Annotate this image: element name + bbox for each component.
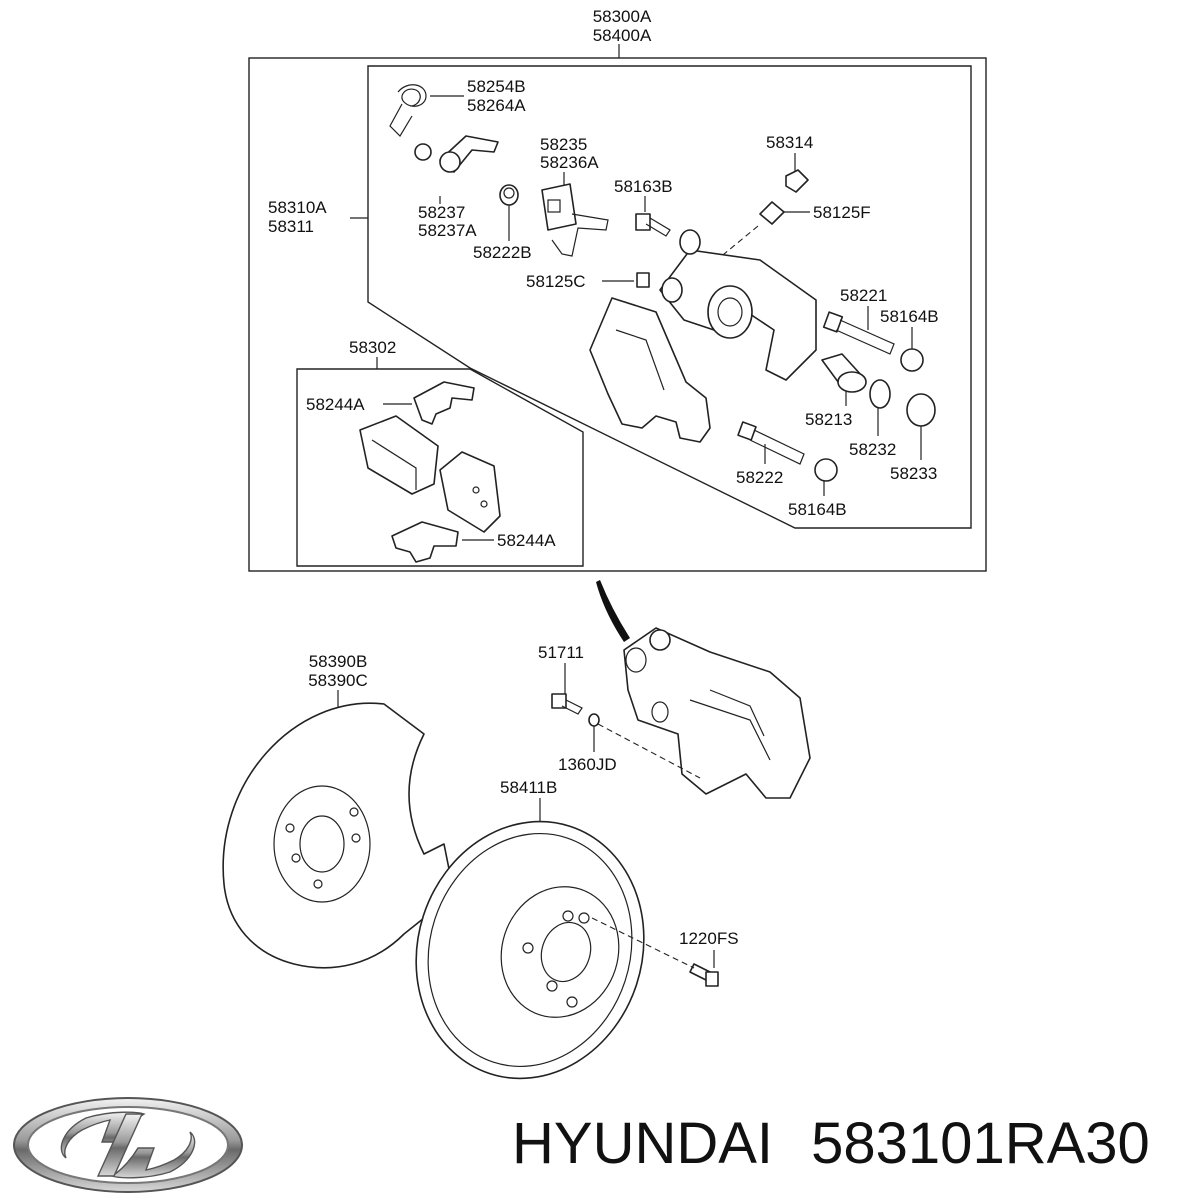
small-screw-part [636, 272, 650, 288]
bleeder-cap-part [785, 169, 809, 193]
caliper-body-part [659, 229, 817, 381]
label-bleeder: 58125F [813, 203, 871, 222]
guide-pin-bottom-part [737, 421, 805, 465]
ring-part [414, 143, 432, 161]
boot-top-part [900, 348, 924, 372]
caliper-bolt-part [551, 693, 583, 715]
washer-part [588, 713, 600, 727]
dust-shield-part [222, 702, 455, 969]
seal-part [869, 379, 891, 409]
label-boot-piston: 58233 [890, 464, 937, 483]
label-bleeder-cap: 58314 [766, 133, 813, 152]
label-shield-b: 58390C [308, 671, 368, 690]
label-assy-b: 58400A [593, 26, 652, 45]
part-number: 583101RA30 [811, 1111, 1150, 1176]
bolt-top-part [635, 213, 671, 237]
caliper-housing-frame [367, 65, 972, 529]
assembly-arrow [596, 580, 630, 642]
label-boot-bottom: 58164B [788, 500, 847, 519]
piston-boot-part [906, 393, 936, 427]
label-cap-small: 58222B [473, 243, 532, 262]
label-clip-a: 58237 [418, 203, 465, 222]
label-shim-bottom: 58244A [497, 531, 556, 550]
label-washer: 1360JD [558, 755, 617, 774]
assembly-frame [248, 57, 987, 572]
shim-bottom-part [391, 521, 459, 563]
label-spring-a: 58254B [467, 77, 526, 96]
carrier-bracket-part [589, 297, 711, 443]
piston-part [821, 353, 867, 393]
bleeder-part [711, 201, 785, 265]
cap-part [499, 184, 519, 206]
label-pad-b: 58236A [540, 153, 599, 172]
pad-clip-part [541, 183, 609, 257]
boot-bottom-part [814, 458, 838, 482]
label-piston: 58213 [805, 410, 852, 429]
inner-pad-part [359, 415, 439, 495]
label-pad-a: 58235 [540, 135, 587, 154]
label-bolt-top: 58163B [614, 177, 673, 196]
label-disc: 58411B [500, 778, 557, 797]
caliper-assembly-part [623, 627, 811, 799]
clip-part [439, 135, 499, 173]
label-bolt-caliper: 51711 [538, 643, 584, 662]
label-assy-a: 58300A [593, 7, 652, 26]
guide-pin-top-part [822, 311, 895, 355]
spring-part [389, 84, 427, 137]
label-boot-top: 58164B [880, 307, 939, 326]
label-housing-b: 58311 [268, 217, 314, 236]
part-caption: HYUNDAI 583101RA30 [512, 1104, 1192, 1184]
brand-name: HYUNDAI [512, 1111, 774, 1176]
label-seal: 58232 [849, 440, 896, 459]
hyundai-logo [13, 1097, 243, 1193]
label-housing-a: 58310A [268, 198, 327, 217]
label-pin-guide-top: 58221 [840, 286, 887, 305]
label-shim-top: 58244A [306, 395, 365, 414]
label-screw-small: 58125C [526, 272, 586, 291]
label-spring-b: 58264A [467, 96, 526, 115]
label-pad-kit: 58302 [349, 338, 396, 357]
disc-screw-part [689, 963, 719, 987]
outer-pad-part [439, 451, 501, 533]
label-clip-b: 58237A [418, 221, 477, 240]
shim-top-part [413, 381, 475, 425]
pad-kit-frame [296, 368, 584, 567]
label-screw-disc: 1220FS [679, 929, 739, 948]
label-shield-a: 58390B [309, 652, 368, 671]
brake-disc-part [415, 820, 645, 1080]
label-pin-guide-bottom: 58222 [736, 468, 783, 487]
